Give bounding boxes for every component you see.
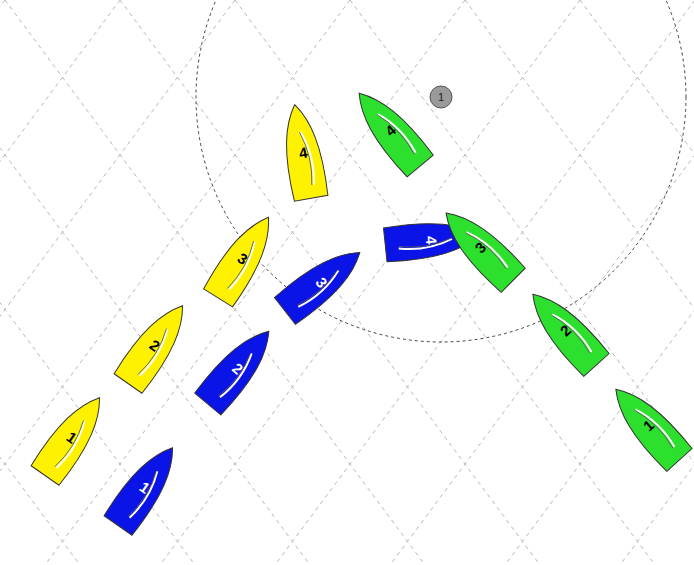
position-number: 4 bbox=[424, 235, 440, 245]
boat-hull: 4 bbox=[275, 101, 331, 202]
mark-number: 1 bbox=[438, 92, 444, 103]
boat-hull: 1 bbox=[101, 436, 189, 538]
zone-circle bbox=[196, 0, 686, 342]
boat-hull: 4 bbox=[344, 80, 436, 179]
boat-hull: 2 bbox=[111, 294, 199, 396]
boat-hull: 3 bbox=[272, 237, 372, 328]
mark-buoy: 1 bbox=[429, 85, 453, 109]
boat-hull: 2 bbox=[192, 318, 284, 417]
boat-hull: 1 bbox=[28, 386, 116, 488]
boat-hull: 1 bbox=[601, 376, 694, 474]
boat-hull: 2 bbox=[518, 281, 612, 379]
